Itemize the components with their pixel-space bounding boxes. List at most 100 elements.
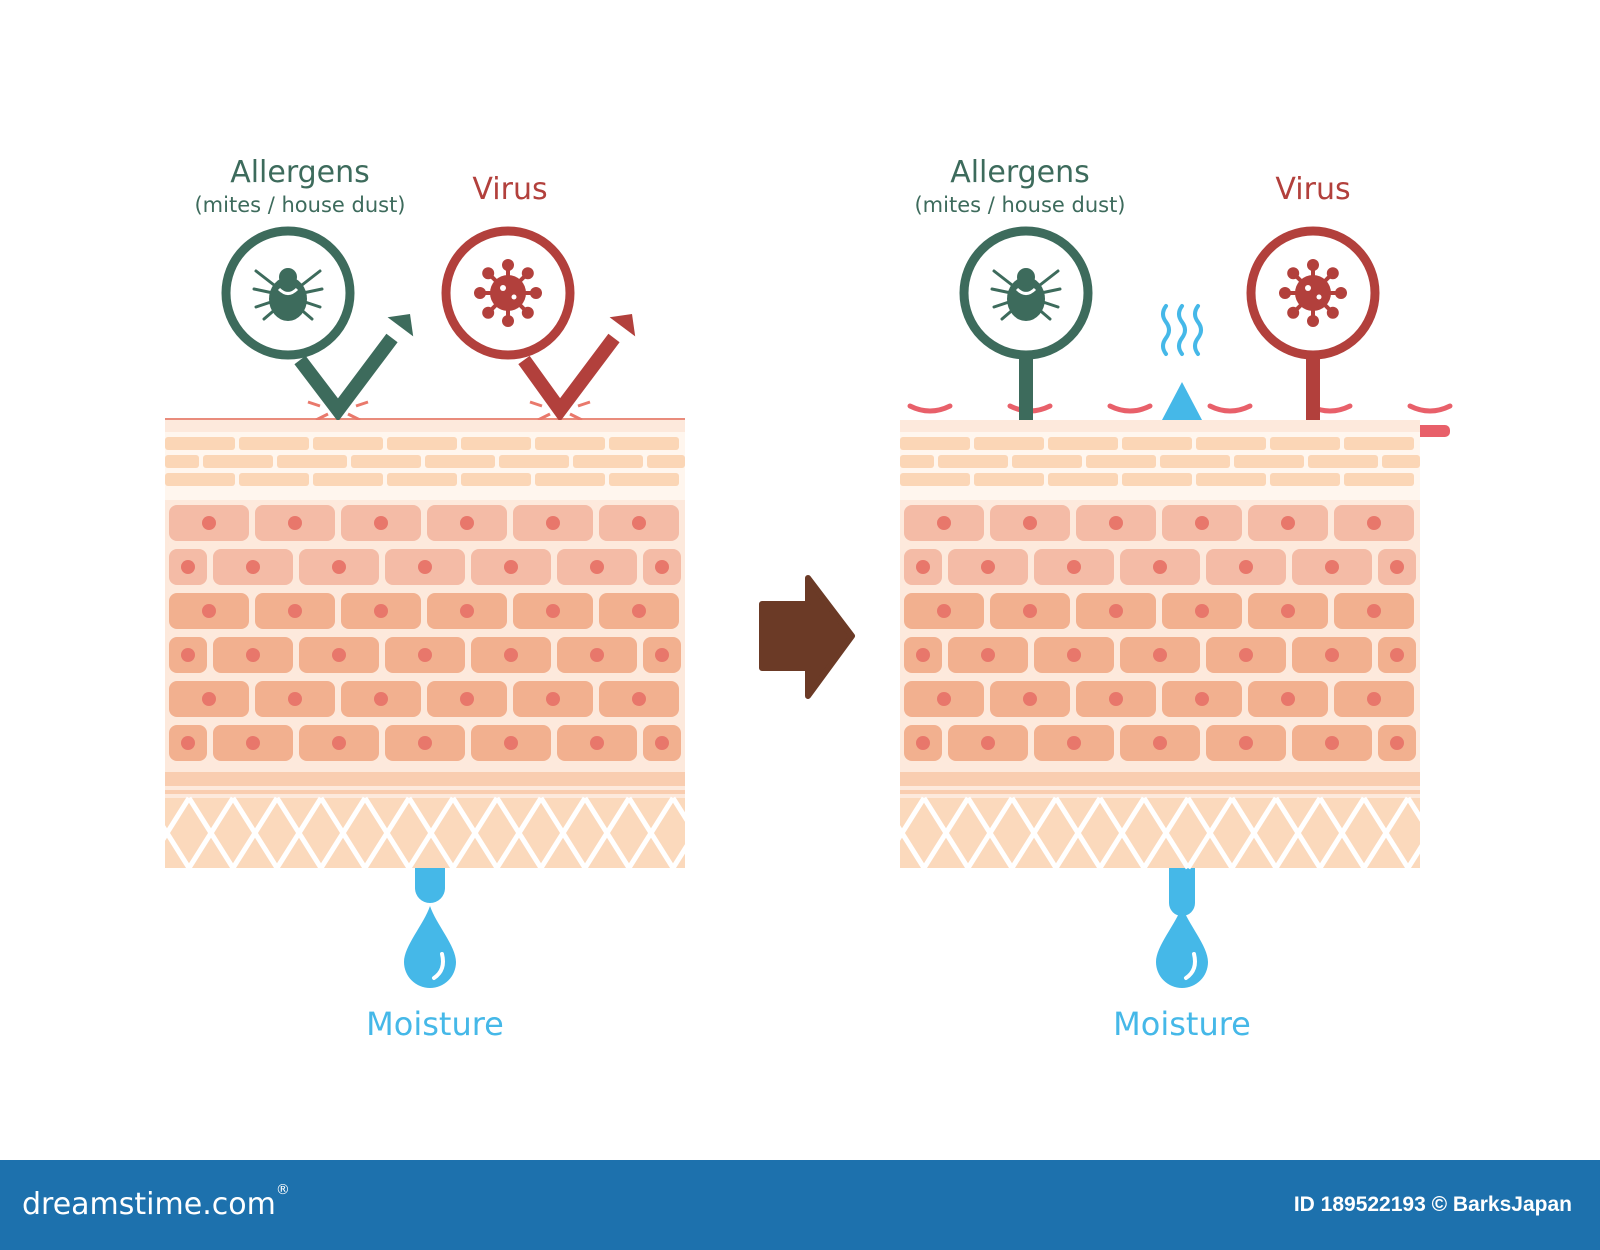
impact-spark [569,412,583,422]
cell-nucleus [937,692,951,706]
horny-brick [165,473,235,486]
right-arrow-icon [759,575,855,699]
cell-nucleus [590,736,604,750]
impact-spark [577,400,591,408]
impact-spark [537,412,551,422]
left-cell-layer [169,505,681,761]
mite-icon [990,268,1062,321]
dermis-line [626,796,676,870]
horny-brick [535,473,605,486]
horny-brick [1308,455,1378,468]
cell-nucleus [632,692,646,706]
cell-nucleus [1390,736,1404,750]
footer-brand[interactable]: dreamstime.com® [22,1160,290,1250]
dermis-line [1317,796,1367,870]
skin-barrier-diagram [105,226,1453,988]
horny-brick [165,455,199,468]
cell-nucleus [1390,648,1404,662]
right-basement-band [900,772,1420,786]
cell-nucleus [1195,692,1209,706]
horny-brick [239,473,309,486]
cell-nucleus [981,560,995,574]
cell-nucleus [1109,692,1123,706]
dermis-line [318,796,368,870]
dermis-line [1273,796,1323,870]
cell-nucleus [1239,648,1253,662]
horny-brick [387,473,457,486]
cell-nucleus [460,604,474,618]
horny-brick [1270,473,1340,486]
cell-nucleus [632,604,646,618]
dermis-line [1361,796,1411,870]
dermis-line [406,796,456,870]
left-moisture-label: Moisture [366,1005,504,1043]
cell-nucleus [202,516,216,530]
impact-spark [315,412,329,422]
horny-brick [900,437,970,450]
lipid-dash [1412,425,1450,437]
impact-spark [529,400,543,408]
horny-brick [535,437,605,450]
right-cell-layer [904,505,1416,761]
horny-brick [900,455,934,468]
horny-brick [1234,455,1304,468]
cell-nucleus [1239,560,1253,574]
cell-nucleus [590,648,604,662]
left-horny-layer [165,432,685,500]
horny-brick [1122,437,1192,450]
cell-nucleus [916,736,930,750]
lipid-arc [1107,403,1153,414]
cell-nucleus [1067,560,1081,574]
cell-nucleus [460,692,474,706]
dermis-line [450,796,500,870]
cell-nucleus [590,560,604,574]
horny-brick [1048,437,1118,450]
cell-nucleus [374,516,388,530]
left-allergen-badge [221,226,355,360]
cell-nucleus [181,736,195,750]
cell-nucleus [418,736,432,750]
up-arrowhead [1162,382,1202,420]
left-virus-bounce-arrow [518,314,636,422]
dermis-line [230,796,280,870]
left-skin-block [105,420,764,870]
horny-brick [1196,473,1266,486]
dermis-line [1229,796,1279,870]
registered-mark: ® [275,1182,290,1198]
cell-nucleus [1195,516,1209,530]
cell-nucleus [655,736,669,750]
impact-spark [347,412,361,422]
footer-image-id: ID 189522193 © BarksJapan [1293,1193,1572,1216]
horny-brick [900,473,970,486]
cell-nucleus [1109,604,1123,618]
cell-nucleus [1023,516,1037,530]
cell-nucleus [288,692,302,706]
cell-nucleus [916,648,930,662]
horny-brick [313,473,383,486]
cell-nucleus [332,648,346,662]
horny-brick [609,473,679,486]
horny-brick [1122,473,1192,486]
right-allergens-title: Allergens [950,155,1090,190]
cell-nucleus [1023,604,1037,618]
horny-brick [1086,455,1156,468]
cell-nucleus [181,648,195,662]
left-allergens-title: Allergens [230,155,370,190]
cell-nucleus [546,604,560,618]
cell-nucleus [202,604,216,618]
cell-nucleus [1153,560,1167,574]
virus-icon [1279,259,1347,327]
horny-brick [938,455,1008,468]
left-allergen-bounce-arrow [294,314,414,422]
dermis-line [274,796,324,870]
dermis-line [1053,796,1103,870]
horny-brick [499,455,569,468]
horny-brick [1160,455,1230,468]
cell-nucleus [504,648,518,662]
cell-nucleus [1325,648,1339,662]
dermis-line [1185,796,1235,870]
left-allergens-subtitle: (mites / house dust) [194,193,406,217]
mite-icon [252,268,324,321]
horny-brick [1344,473,1414,486]
dermis-line [1141,796,1191,870]
